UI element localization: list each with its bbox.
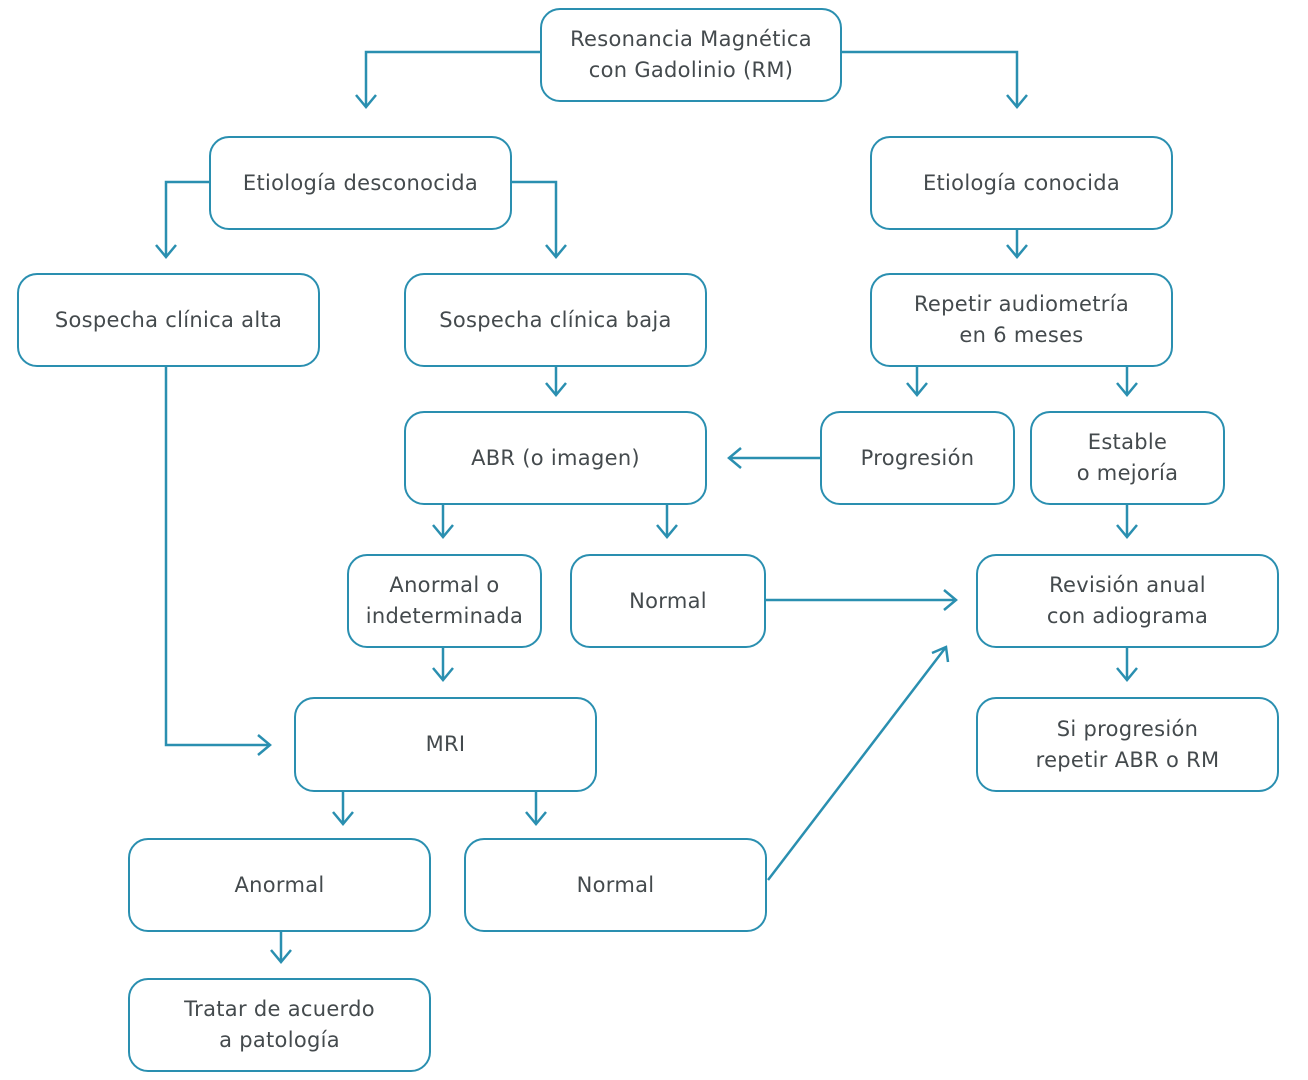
connector-normal-mri-to-revision bbox=[767, 646, 947, 881]
node-anormal-mri: Anormal bbox=[128, 838, 431, 932]
node-label: Progresión bbox=[860, 445, 975, 470]
node-label: Normal bbox=[629, 588, 707, 613]
arrowhead-sospecha-baja bbox=[545, 244, 567, 259]
connector-sospecha-alta-to-mri bbox=[164, 367, 270, 747]
arrowhead-sospecha-alta-to-mri bbox=[257, 734, 272, 756]
node-si-progresion: Si progresión repetir ABR o RM bbox=[976, 697, 1279, 792]
arrowhead-progresion-to-abr bbox=[727, 447, 742, 469]
node-label: Sospecha clínica baja bbox=[439, 307, 672, 332]
node-label: Resonancia Magnética con Gadolinio (RM) bbox=[570, 27, 812, 82]
connector-rm-to-etiologia-desconocida bbox=[364, 50, 540, 107]
node-etiologia-desconocida: Etiología desconocida bbox=[209, 136, 512, 230]
arrowhead-anormal-indeterminada bbox=[432, 524, 454, 539]
node-normal-mri: Normal bbox=[464, 838, 767, 932]
node-label: ABR (o imagen) bbox=[471, 445, 640, 470]
arrowhead-anormal-mri bbox=[332, 811, 354, 826]
arrowhead-abr bbox=[545, 382, 567, 397]
node-sospecha-clinica-alta: Sospecha clínica alta bbox=[17, 273, 320, 367]
arrowhead-normal-abr-to-revision bbox=[943, 589, 958, 611]
node-label: Repetir audiometría en 6 meses bbox=[913, 292, 1130, 347]
node-progresion: Progresión bbox=[820, 411, 1015, 505]
arrowhead-repetir-audiometria bbox=[1006, 244, 1028, 259]
node-label: Anormal o indeterminada bbox=[365, 573, 524, 628]
arrowhead-sospecha-alta bbox=[155, 244, 177, 259]
arrowhead-normal-mri-to-revision bbox=[931, 645, 950, 663]
node-label: Normal bbox=[576, 872, 655, 897]
node-label: Revisión anual con adiograma bbox=[1046, 573, 1209, 628]
node-estable-o-mejoria: Estable o mejoría bbox=[1030, 411, 1225, 505]
node-label: Sospecha clínica alta bbox=[54, 307, 283, 332]
arrowhead-estable bbox=[1116, 382, 1138, 397]
node-repetir-audiometria: Repetir audiometría en 6 meses bbox=[870, 273, 1173, 367]
arrowhead-si-progresion bbox=[1116, 667, 1138, 682]
node-label: MRI bbox=[425, 732, 466, 756]
arrowhead-tratar bbox=[270, 949, 292, 964]
arrowhead-etiologia-desconocida bbox=[355, 94, 377, 109]
arrowhead-mri bbox=[432, 667, 454, 682]
node-label: Anormal bbox=[234, 872, 325, 897]
arrowhead-normal-mri bbox=[525, 811, 547, 826]
arrowhead-progresion bbox=[906, 382, 928, 397]
node-resonancia-magnetica: Resonancia Magnética con Gadolinio (RM) bbox=[540, 8, 842, 102]
node-label: Estable o mejoría bbox=[1076, 430, 1179, 485]
node-normal-abr: Normal bbox=[570, 554, 766, 648]
node-sospecha-clinica-baja: Sospecha clínica baja bbox=[404, 273, 707, 367]
connector-to-sospecha-alta bbox=[164, 180, 209, 257]
node-revision-anual: Revisión anual con adiograma bbox=[976, 554, 1279, 648]
node-label: Etiología conocida bbox=[922, 170, 1121, 195]
node-label: Tratar de acuerdo a patología bbox=[184, 997, 375, 1052]
connector-rm-to-etiologia-conocida bbox=[842, 50, 1019, 107]
arrowhead-normal-abr bbox=[656, 524, 678, 539]
arrowhead-etiologia-conocida bbox=[1006, 94, 1028, 109]
connector-to-sospecha-baja bbox=[512, 180, 558, 257]
node-label: Etiología desconocida bbox=[242, 170, 479, 195]
node-etiologia-conocida: Etiología conocida bbox=[870, 136, 1173, 230]
arrowhead-estable-to-revision bbox=[1116, 524, 1138, 539]
node-mri: MRI bbox=[294, 697, 597, 792]
node-abr: ABR (o imagen) bbox=[404, 411, 707, 505]
node-anormal-o-indeterminada: Anormal o indeterminada bbox=[347, 554, 542, 648]
node-label: Si progresión repetir ABR o RM bbox=[1035, 716, 1220, 772]
node-tratar-patologia: Tratar de acuerdo a patología bbox=[128, 978, 431, 1072]
